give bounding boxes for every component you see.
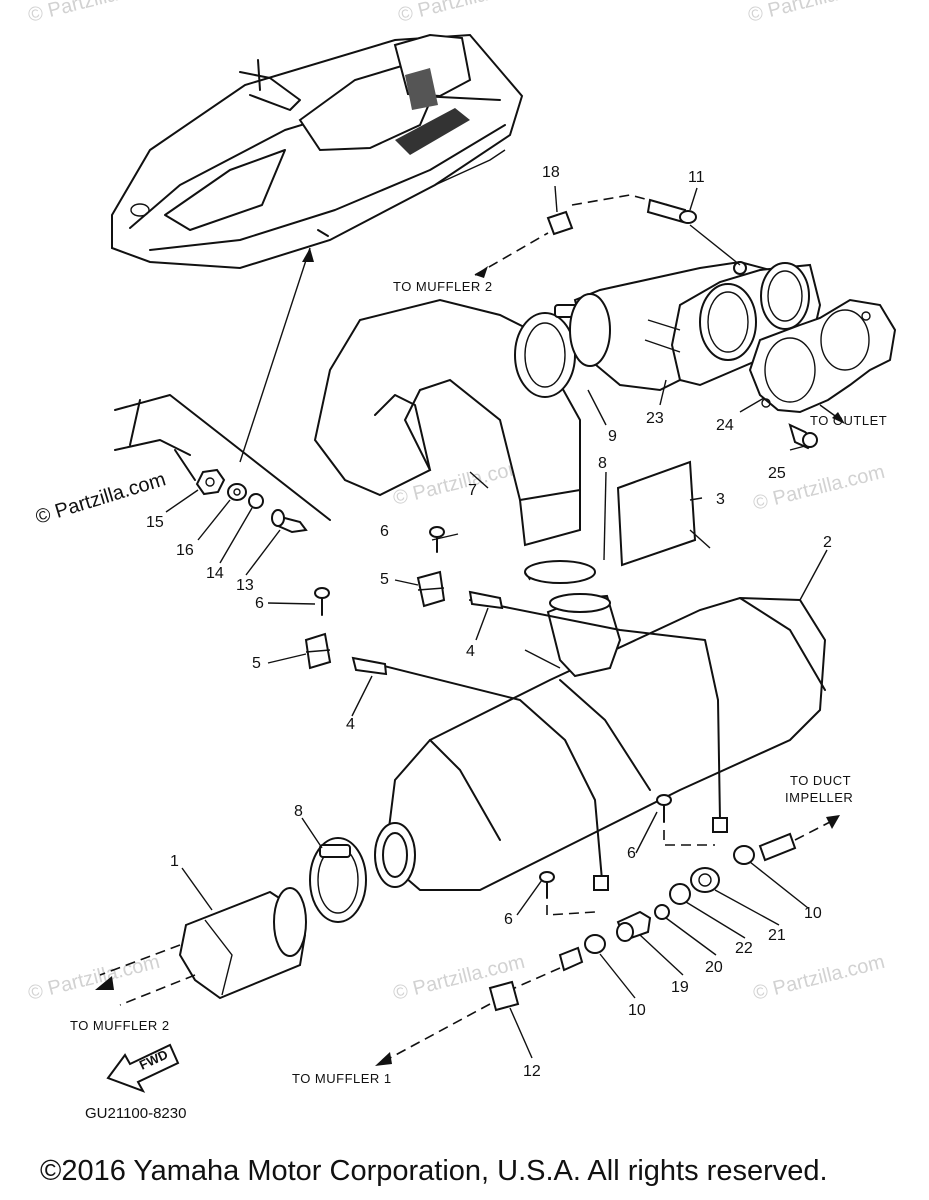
part-15-nut xyxy=(195,468,226,496)
part-6-bolt-lower xyxy=(539,871,596,916)
callout-21: 21 xyxy=(768,927,786,944)
part-14-washer xyxy=(248,493,264,509)
callout-4-lower: 4 xyxy=(346,716,355,733)
diagram-code: GU21100-8230 xyxy=(85,1105,186,1122)
callout-20: 20 xyxy=(705,959,723,976)
part-7-elbow-pipe xyxy=(313,298,581,547)
part-1-tail-pipe xyxy=(99,887,307,1006)
callout-19: 19 xyxy=(671,979,689,996)
part-5-bracket-lower xyxy=(304,632,332,670)
watermark-top-left: © Partzilla.com xyxy=(26,0,162,27)
callout-1: 1 xyxy=(170,853,179,870)
part-25-bolt xyxy=(788,423,818,450)
duct-hose xyxy=(758,815,840,862)
callout-10-lower: 10 xyxy=(628,1002,646,1019)
part-21-fitting xyxy=(690,867,720,893)
callout-10-right: 10 xyxy=(804,905,822,922)
part-3-sheet xyxy=(616,460,711,567)
part-16-washer xyxy=(227,483,247,501)
callout-12: 12 xyxy=(523,1063,541,1080)
fwd-arrow-icon: FWD xyxy=(106,1043,180,1093)
watermark-top-mid: © Partzilla.com xyxy=(396,0,532,27)
part-6-bolt-right xyxy=(656,794,715,846)
part-10-clamp-upper xyxy=(733,845,755,865)
part-4-strap-upper xyxy=(468,590,504,610)
part-10-clamp-lower xyxy=(584,934,606,954)
part-19-fitting xyxy=(616,910,652,942)
part-23-manifold xyxy=(569,260,822,392)
arrow-to-muffler-2-bottom xyxy=(95,976,114,990)
callout-18: 18 xyxy=(542,164,560,181)
callout-22: 22 xyxy=(735,940,753,957)
callout-5-upper: 5 xyxy=(380,571,389,588)
leader-lines xyxy=(165,185,828,1059)
callout-6-upper: 6 xyxy=(380,523,389,540)
watercraft-illustration xyxy=(111,33,524,270)
part-8-lower-clamp xyxy=(309,837,367,923)
watermark-low-right: © Partzilla.com xyxy=(751,951,887,1005)
part-5-bracket-upper xyxy=(416,570,446,608)
label-impeller: IMPELLER xyxy=(785,790,853,805)
callout-4-upper: 4 xyxy=(466,643,475,660)
label-to-muffler-2-top: TO MUFFLER 2 xyxy=(393,279,493,294)
part-13-bolt xyxy=(271,509,308,534)
copyright-notice: ©2016 Yamaha Motor Corporation, U.S.A. A… xyxy=(40,1155,828,1187)
part-24-gasket xyxy=(748,298,897,414)
callout-13: 13 xyxy=(236,577,254,594)
callout-11: 11 xyxy=(688,169,705,186)
part-6-bolt-upper xyxy=(429,526,445,553)
part-6-bolt-left xyxy=(314,587,330,616)
part-12-hose-joint xyxy=(375,946,584,1066)
callouts: 1 2 3 4 4 5 5 6 6 6 6 7 8 8 9 10 10 11 1… xyxy=(146,164,832,1080)
part-4-strap-lower xyxy=(351,656,388,676)
part-22-washer xyxy=(669,883,691,905)
callout-25: 25 xyxy=(768,465,786,482)
callout-15: 15 xyxy=(146,514,164,531)
label-to-outlet: TO OUTLET xyxy=(810,413,887,428)
callout-2: 2 xyxy=(823,534,832,551)
callout-6-right: 6 xyxy=(627,845,636,862)
callout-7: 7 xyxy=(468,482,477,499)
label-to-duct: TO DUCT xyxy=(790,773,851,788)
hull-arrow-line xyxy=(239,247,311,463)
part-8-upper-clamp xyxy=(524,560,596,584)
callout-16: 16 xyxy=(176,542,194,559)
callout-23: 23 xyxy=(646,410,664,427)
callout-5-lower: 5 xyxy=(252,655,261,672)
callout-14: 14 xyxy=(206,565,224,582)
callout-6-lower: 6 xyxy=(504,911,513,928)
callout-6-left: 6 xyxy=(255,595,264,612)
watermark-top-right: © Partzilla.com xyxy=(746,0,882,27)
callout-8-lower: 8 xyxy=(294,803,303,820)
label-to-muffler-2-bottom: TO MUFFLER 2 xyxy=(70,1018,170,1033)
arrow-to-muffler-2-top xyxy=(475,266,488,278)
callout-24: 24 xyxy=(716,417,734,434)
callout-8-upper: 8 xyxy=(598,455,607,472)
part-18-hose-joint xyxy=(474,194,687,276)
direction-labels: TO MUFFLER 2 TO OUTLET TO DUCT IMPELLER … xyxy=(70,279,887,1086)
part-11-clamp xyxy=(679,210,741,266)
part-20-washer xyxy=(654,904,670,920)
callout-3: 3 xyxy=(716,491,725,508)
part-2-muffler xyxy=(354,593,827,891)
hull-section xyxy=(114,394,331,521)
callout-9: 9 xyxy=(608,428,617,445)
label-to-muffler-1: TO MUFFLER 1 xyxy=(292,1071,392,1086)
